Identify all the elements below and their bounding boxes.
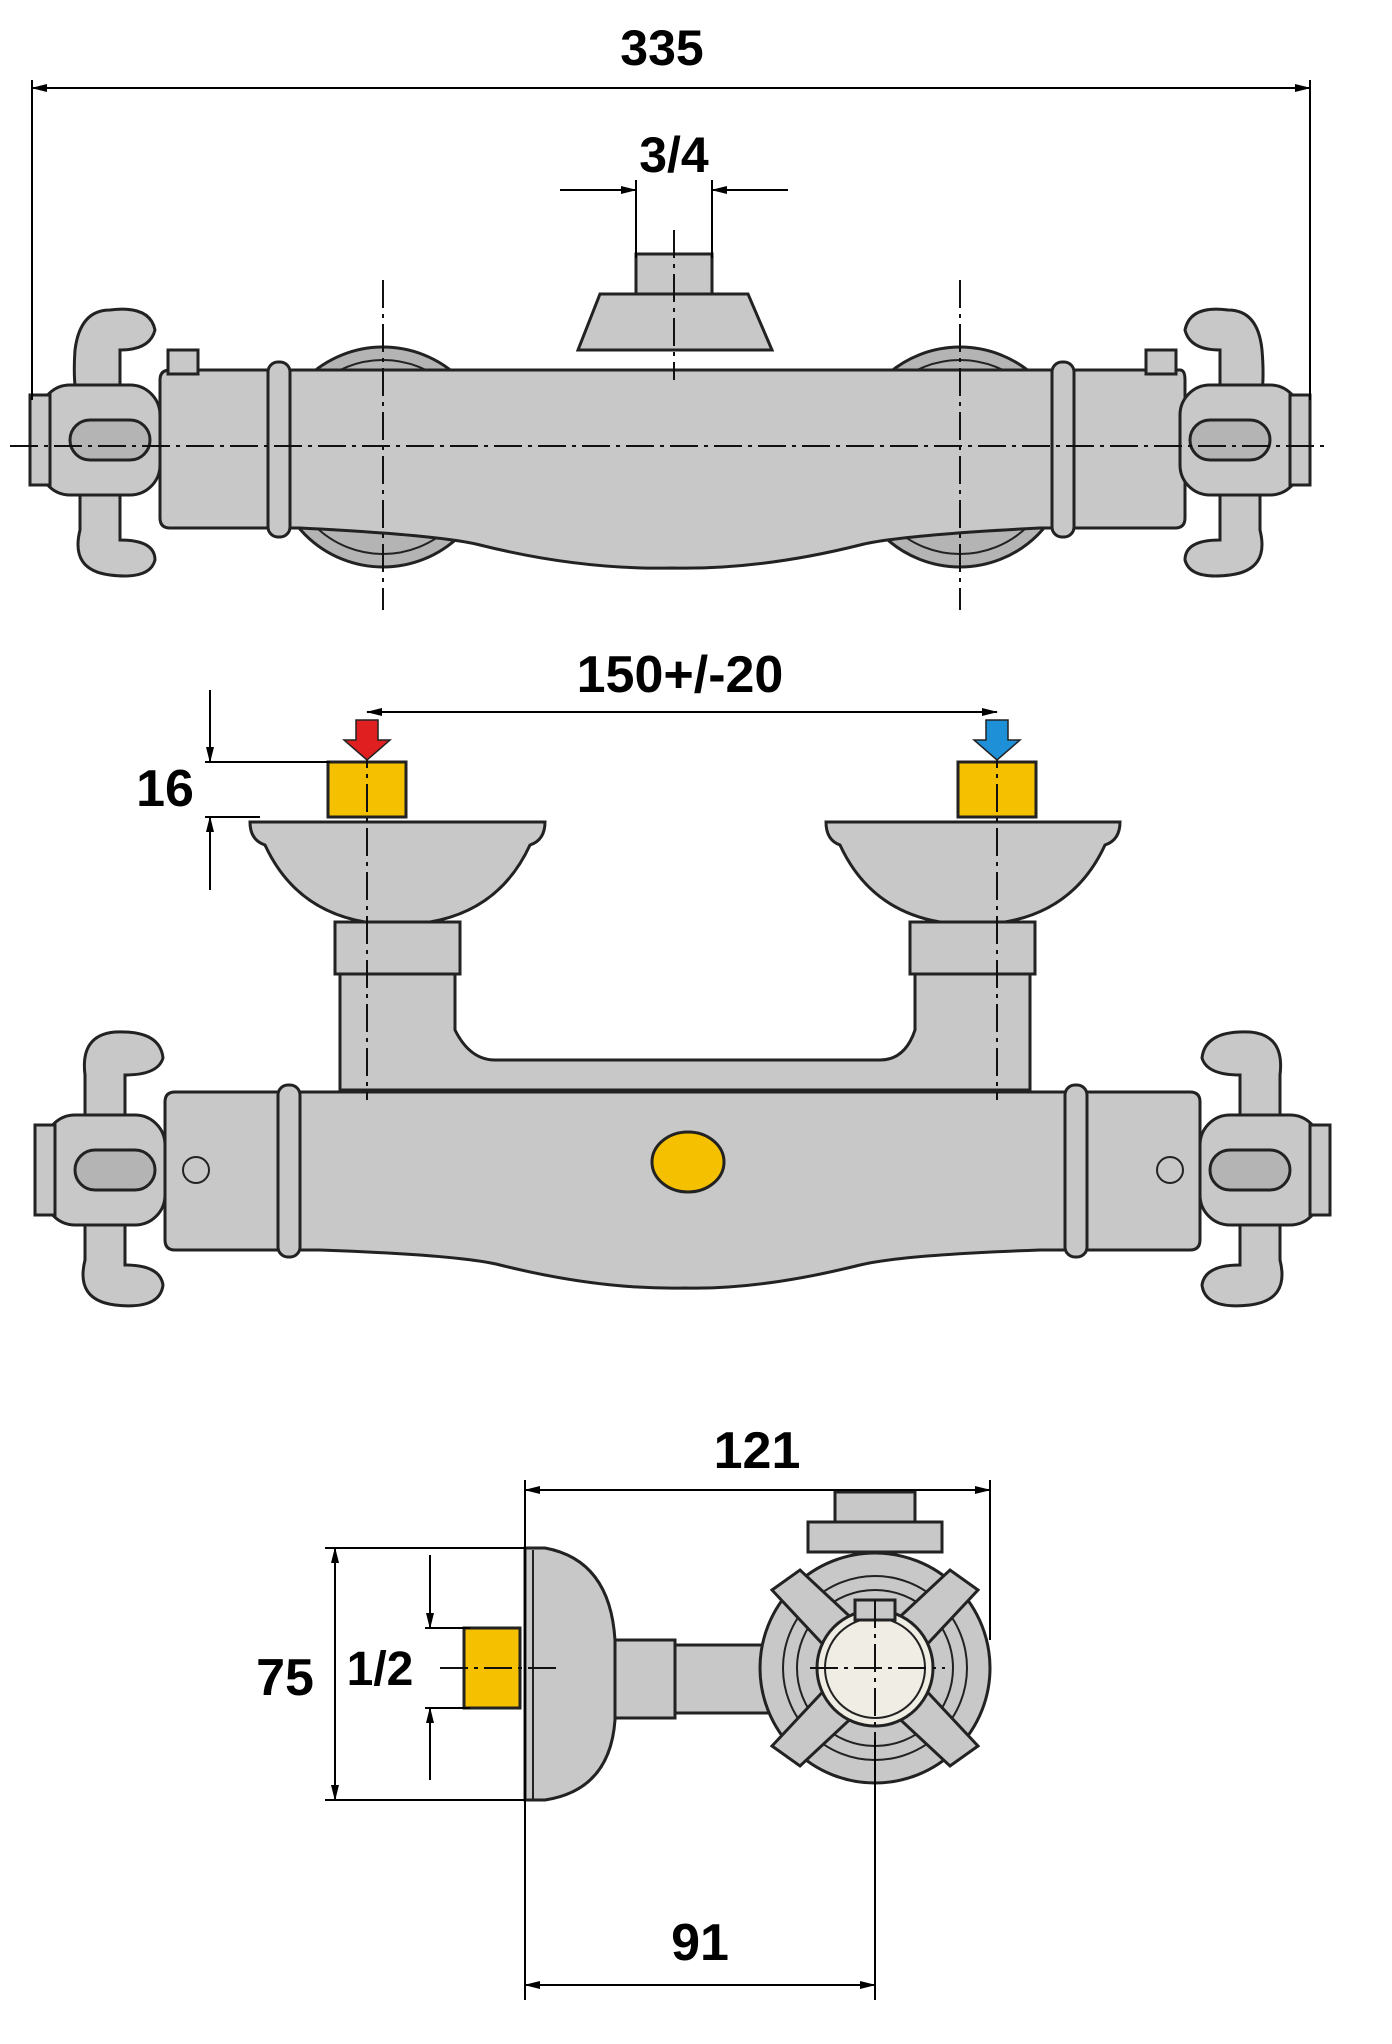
dim-inlet-spacing: 150+/-20 (577, 646, 784, 704)
temperature-plug (650, 1130, 726, 1194)
right-screw-hole (1156, 1156, 1184, 1184)
front-left-ring (276, 1083, 302, 1259)
top-main-body (158, 368, 1187, 570)
top-view: 335 3/4 (10, 20, 1330, 610)
front-left-handle (33, 1030, 167, 1308)
dim-depth-to-axis: 91 (671, 1914, 729, 1972)
right-nut (908, 920, 1037, 976)
dim-height: 75 (256, 1649, 314, 1707)
left-eccentric-bowl (248, 820, 547, 924)
dim-depth-total: 121 (714, 1422, 801, 1480)
top-left-handle (28, 307, 162, 578)
top-right-ring (1050, 360, 1076, 539)
left-nut (333, 920, 462, 976)
side-outlet-stub (833, 1490, 917, 1524)
side-nut (613, 1638, 677, 1720)
dim-eccentric-height: 16 (136, 760, 194, 818)
left-screw-hole (182, 1156, 210, 1184)
hot-arrow-icon (341, 719, 393, 761)
right-eccentric-bowl (824, 820, 1122, 924)
front-view: 150+/-20 16 (33, 646, 1332, 1308)
dim-inlet-thread: 1/2 (347, 1643, 414, 1696)
front-right-ring (1063, 1083, 1089, 1259)
top-left-ring (266, 360, 292, 539)
side-wall-bowl (523, 1546, 617, 1802)
dim-outlet-thread: 3/4 (639, 127, 709, 183)
top-right-handle (1178, 307, 1312, 578)
cold-arrow-icon (971, 719, 1023, 761)
side-view: 121 91 75 1/2 (256, 1422, 992, 2000)
front-connector (338, 972, 1032, 1092)
dim-overall-width: 335 (620, 20, 703, 76)
front-right-handle (1198, 1030, 1332, 1308)
